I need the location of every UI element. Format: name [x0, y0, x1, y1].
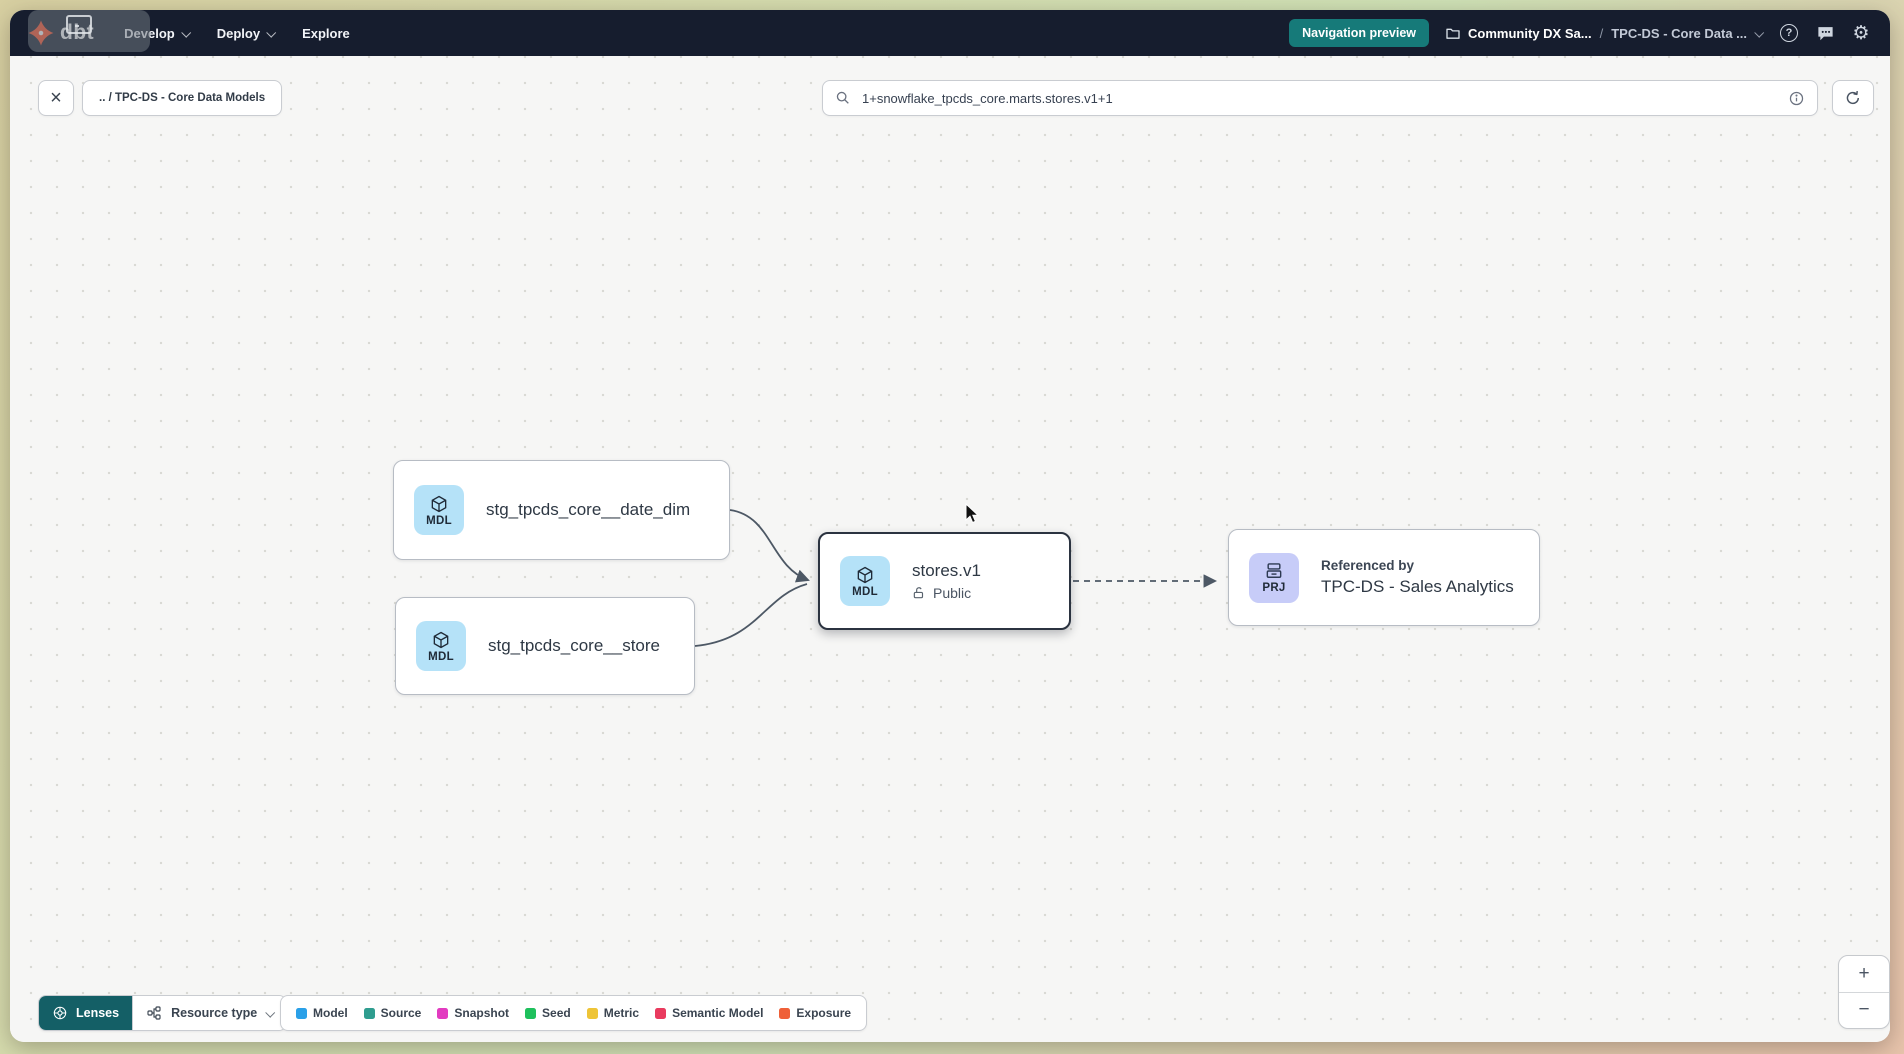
help-button[interactable]: ? [1778, 22, 1800, 44]
top-navbar: dbt Develop Deploy Explore Navigation pr… [10, 10, 1890, 56]
legend-label: Snapshot [454, 1006, 510, 1020]
resource-graph-icon [147, 1006, 161, 1020]
node-visibility: Public [912, 585, 981, 601]
lineage-path-chip[interactable]: .. / TPC-DS - Core Data Models [82, 80, 283, 116]
chevron-down-icon [266, 27, 277, 38]
node-tpcds-sales-analytics-project[interactable]: PRJ Referenced by TPC-DS - Sales Analyti… [1228, 529, 1540, 626]
canvas-controls: Lenses Resource type [38, 995, 288, 1031]
legend-label: Seed [542, 1006, 571, 1020]
screen-capture-overlay [28, 10, 150, 52]
node-stg-tpcds-core-store[interactable]: MDL stg_tpcds_core__store [395, 597, 695, 695]
lenses-icon [53, 1006, 67, 1020]
nav-menu-explore[interactable]: Explore [302, 25, 350, 41]
legend-swatch [296, 1007, 307, 1019]
lineage-search-bar [822, 80, 1818, 116]
legend-item: Exposure [779, 1006, 851, 1020]
gear-icon: ⚙ [1852, 22, 1870, 44]
chat-bubble-icon [1817, 26, 1833, 40]
zoom-controls: + − [1838, 955, 1890, 1029]
legend-item: Source [363, 1006, 422, 1020]
legend-label: Semantic Model [672, 1006, 764, 1020]
legend-label: Metric [603, 1006, 640, 1020]
refresh-lineage-button[interactable] [1832, 80, 1874, 116]
legend-item: Semantic Model [655, 1006, 763, 1020]
edge-store-to-stores [694, 583, 808, 647]
cube-icon [857, 566, 873, 583]
legend-swatch [655, 1007, 667, 1019]
nav-menu-deploy[interactable]: Deploy [217, 26, 277, 41]
legend-item: Snapshot [437, 1006, 509, 1020]
app-window: dbt Develop Deploy Explore Navigation pr… [10, 10, 1890, 1042]
resource-type-dropdown[interactable]: Resource type [132, 996, 287, 1030]
legend-label: Source [380, 1006, 422, 1020]
chevron-down-icon [180, 27, 191, 38]
legend-swatch [363, 1007, 375, 1019]
navigation-preview-badge[interactable]: Navigation preview [1289, 19, 1430, 47]
info-icon[interactable] [1788, 90, 1805, 107]
legend: Model Source Snapshot Seed Metric Semantic Mo… [280, 995, 868, 1031]
refresh-icon [1846, 91, 1859, 105]
cube-icon [433, 631, 449, 648]
edge-datedim-to-stores [729, 509, 810, 583]
lineage-canvas[interactable]: × .. / TPC-DS - Core Data Models [10, 56, 1890, 1042]
legend-item: Metric [586, 1006, 640, 1020]
legend-swatch [437, 1007, 449, 1019]
zoom-out-button[interactable]: − [1858, 999, 1870, 1021]
chevron-down-icon [265, 1007, 276, 1018]
breadcrumb-project[interactable]: Community DX Sa... [1445, 25, 1592, 41]
settings-button[interactable]: ⚙ [1850, 22, 1872, 44]
legend-swatch [779, 1007, 791, 1019]
close-lineage-button[interactable]: × [38, 80, 74, 116]
model-badge: MDL [840, 556, 890, 606]
node-label: stg_tpcds_core__store [488, 636, 660, 655]
mouse-cursor [965, 503, 980, 524]
unlock-icon [913, 587, 924, 599]
node-stores-v1[interactable]: MDL stores.v1 Public [818, 532, 1071, 630]
breadcrumb-current[interactable]: TPC-DS - Core Data ... [1611, 26, 1765, 41]
lenses-button[interactable]: Lenses [39, 996, 133, 1030]
breadcrumb: Community DX Sa... / TPC-DS - Core Data … [1445, 25, 1765, 41]
legend-swatch [525, 1007, 537, 1019]
node-label: stg_tpcds_core__date_dim [486, 500, 691, 519]
cube-icon [431, 495, 447, 512]
node-label: TPC-DS - Sales Analytics [1321, 577, 1514, 596]
archive-icon [1266, 563, 1282, 578]
folder-icon [1446, 28, 1460, 39]
search-input[interactable] [860, 89, 1779, 107]
close-icon: × [50, 86, 62, 109]
node-stg-tpcds-core-date-dim[interactable]: MDL stg_tpcds_core__date_dim [393, 460, 730, 560]
legend-item: Seed [525, 1006, 571, 1020]
model-badge: MDL [414, 485, 464, 535]
chevron-down-icon [1754, 27, 1765, 38]
zoom-in-button[interactable]: + [1839, 956, 1889, 993]
search-icon [836, 91, 849, 104]
node-kicker: Referenced by [1321, 558, 1415, 573]
legend-label: Exposure [796, 1006, 852, 1020]
model-badge: MDL [416, 621, 466, 671]
breadcrumb-separator: / [1599, 25, 1604, 41]
legend-swatch [586, 1007, 598, 1019]
feedback-button[interactable] [1814, 22, 1836, 44]
node-label: stores.v1 [912, 561, 981, 580]
legend-label: Model [313, 1006, 348, 1020]
help-icon: ? [1780, 24, 1798, 42]
project-badge: PRJ [1249, 552, 1299, 603]
window-icon [66, 15, 92, 34]
legend-item: Model [296, 1006, 348, 1020]
